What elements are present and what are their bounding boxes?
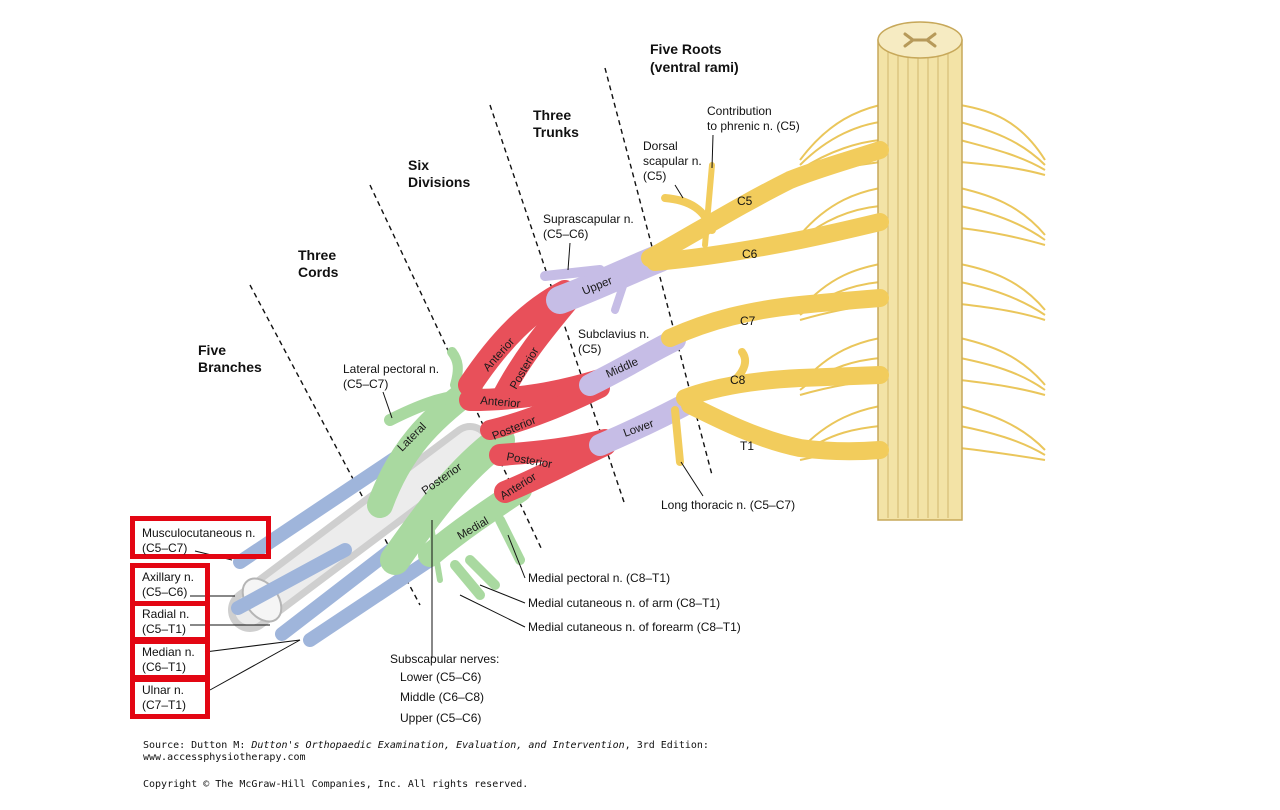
trunks — [540, 244, 701, 456]
root-label-c7: C7 — [740, 314, 756, 328]
nerve-labels: Contribution to phrenic n. (C5) Dorsal s… — [343, 104, 800, 725]
header-trunks-sub: Trunks — [533, 124, 579, 140]
dorsal-scapular-label: Dorsal — [643, 139, 678, 153]
root-label-t1: T1 — [740, 439, 754, 453]
subclavius-label: Subclavius n. — [578, 327, 649, 341]
source-url: www.accessphysiotherapy.com — [143, 752, 306, 763]
copyright: Copyright © The McGraw-Hill Companies, I… — [143, 779, 528, 791]
root-c6-shape — [646, 213, 889, 271]
header-roots: Five Roots — [650, 41, 722, 57]
root-c5-shape — [641, 141, 889, 267]
header-roots-sub: (ventral rami) — [650, 59, 739, 75]
phrenic-label-2: to phrenic n. (C5) — [707, 119, 800, 133]
subclavius-label-2: (C5) — [578, 342, 601, 356]
phrenic-label: Contribution — [707, 104, 772, 118]
source-title: Dutton's Orthopaedic Examination, Evalua… — [251, 740, 625, 751]
grey-matter-icon — [903, 32, 937, 48]
branch-label-musculocutaneous: Musculocutaneous n. (C5–C7) — [142, 526, 255, 556]
header-branches: Five — [198, 342, 226, 358]
root-c8-shape — [676, 366, 889, 407]
trunk-lower-shape — [589, 391, 701, 456]
branch-name: Musculocutaneous n. — [142, 526, 256, 540]
section-headers: Five Roots (ventral rami) Three Trunks S… — [198, 41, 739, 375]
dorsal-scapular-shape — [661, 194, 716, 234]
branch-label-radial: Radial n. (C5–T1) — [142, 607, 189, 637]
suprascapular-label-2: (C5–C6) — [543, 227, 588, 241]
branch-box-musculocutaneous — [130, 516, 271, 559]
copyright-text: Copyright © The McGraw-Hill Companies, I… — [143, 779, 529, 790]
source-citation: Source: Dutton M: Dutton's Orthopaedic E… — [143, 740, 709, 764]
subscapular-middle-label: Middle (C6–C8) — [400, 690, 484, 704]
branch-roots: (C5–T1) — [142, 622, 187, 636]
subscapular-label: Subscapular nerves: — [390, 652, 499, 666]
dorsal-scapular-label-3: (C5) — [643, 169, 666, 183]
long-thoracic-label: Long thoracic n. (C5–C7) — [661, 498, 795, 512]
medial-pectoral-label: Medial pectoral n. (C8–T1) — [528, 571, 670, 585]
suprascapular-nerve-shape — [540, 265, 605, 281]
branch-label-axillary: Axillary n. (C5–C6) — [142, 570, 194, 600]
branch-roots: (C7–T1) — [142, 698, 187, 712]
medial-cutaneous-forearm-label: Medial cutaneous n. of forearm (C8–T1) — [528, 620, 741, 634]
header-trunks: Three — [533, 107, 571, 123]
medial-cutaneous-arm-label: Medial cutaneous n. of arm (C8–T1) — [528, 596, 720, 610]
branch-name: Radial n. — [142, 607, 190, 621]
branch-roots: (C5–C6) — [142, 585, 188, 599]
suprascapular-label: Suprascapular n. — [543, 212, 634, 226]
dorsal-scapular-label-2: scapular n. — [643, 154, 702, 168]
branch-name: Ulnar n. — [142, 683, 185, 697]
cord-posterior-shape — [380, 425, 515, 575]
leader-lines — [190, 134, 714, 691]
header-divisions-sub: Divisions — [408, 174, 470, 190]
root-label-c6: C6 — [742, 247, 758, 261]
root-labels: C5 C6 C7 C8 T1 — [730, 194, 758, 453]
branch-median — [303, 553, 437, 647]
branch-label-median: Median n. (C6–T1) — [142, 645, 195, 675]
subscapular-upper-label: Upper (C5–C6) — [400, 711, 481, 725]
long-thoracic-shape — [671, 406, 684, 466]
branch-roots: (C5–C7) — [142, 541, 188, 555]
division-label-3: Anterior — [480, 395, 521, 410]
header-branches-sub: Branches — [198, 359, 262, 375]
subclavius-nerve-shape — [611, 276, 629, 314]
lateral-pectoral-label: Lateral pectoral n. — [343, 362, 439, 376]
branch-label-ulnar: Ulnar n. (C7–T1) — [142, 683, 186, 713]
phrenic-shape — [702, 162, 715, 248]
branch-name: Median n. — [142, 645, 195, 659]
roots — [641, 141, 889, 466]
header-divisions: Six — [408, 157, 429, 173]
lateral-pectoral-label-2: (C5–C7) — [343, 377, 388, 391]
branch-name: Axillary n. — [142, 570, 195, 584]
root-c7-shape — [661, 289, 889, 347]
source-prefix: Source: Dutton M: — [143, 740, 252, 751]
root-t1-shape — [681, 396, 889, 461]
header-cords: Three — [298, 247, 336, 263]
branch-roots: (C6–T1) — [142, 660, 187, 674]
branch-axillary — [231, 543, 352, 615]
root-label-c8: C8 — [730, 373, 746, 387]
header-cords-sub: Cords — [298, 264, 339, 280]
source-suffix: , 3rd Edition: — [624, 740, 709, 751]
subscapular-lower-label: Lower (C5–C6) — [400, 670, 481, 684]
branch-box-ulnar — [130, 677, 210, 719]
root-label-c5: C5 — [737, 194, 753, 208]
